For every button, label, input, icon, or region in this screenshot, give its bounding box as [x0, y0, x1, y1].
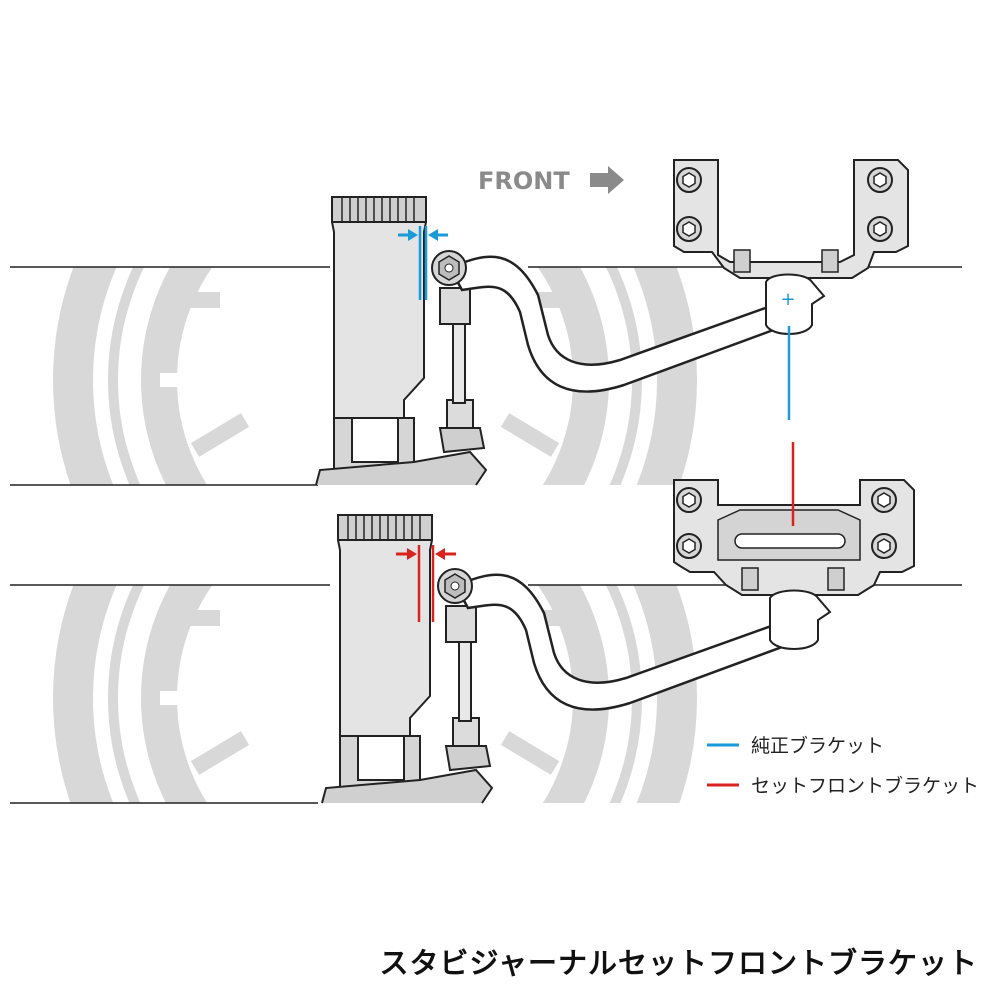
bottom-panel: [10, 442, 962, 805]
front-label: FRONT: [478, 167, 570, 195]
set-front-clearance-marker: [396, 545, 456, 622]
front-arrow-icon: [590, 166, 624, 194]
legend: 純正ブラケット セットフロントブラケット: [707, 734, 979, 797]
page-title: スタビジャーナルセットフロントブラケット: [379, 946, 978, 980]
top-panel: + FRONT: [10, 159, 962, 487]
stock-bracket: +: [673, 159, 909, 335]
set-front-bracket: [673, 479, 915, 650]
front-direction: FRONT: [478, 166, 624, 195]
stock-clearance-marker: [398, 226, 448, 300]
svg-text:+: +: [780, 289, 795, 310]
legend-item-stock: 純正ブラケット: [707, 734, 884, 757]
legend-label: セットフロントブラケット: [751, 774, 979, 797]
legend-label: 純正ブラケット: [751, 734, 884, 757]
legend-item-set-front: セットフロントブラケット: [707, 774, 979, 797]
